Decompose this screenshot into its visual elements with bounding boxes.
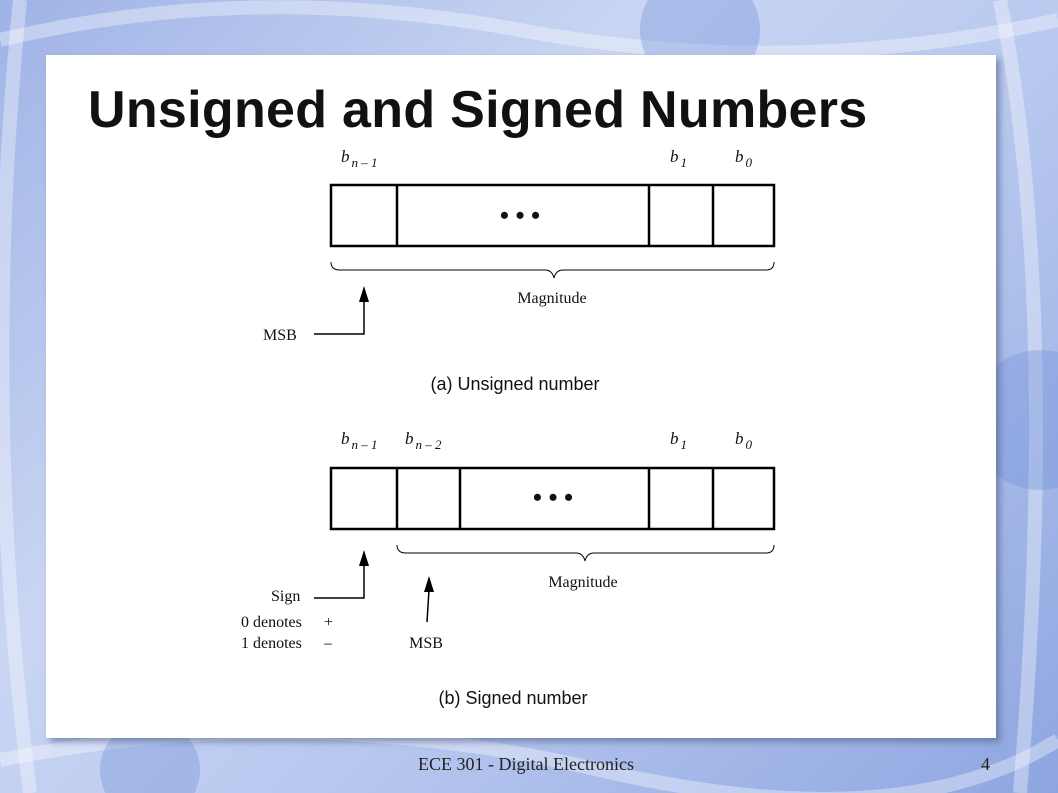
sign-arrow bbox=[314, 550, 369, 599]
sign-plus: + bbox=[324, 614, 333, 631]
sign-label: Sign bbox=[271, 588, 300, 605]
magnitude-label-a: Magnitude bbox=[517, 290, 586, 307]
msb-arrow-a bbox=[314, 286, 369, 335]
msb-arrow-b bbox=[424, 576, 434, 623]
unsigned-register bbox=[329, 183, 776, 248]
slide-title: Unsigned and Signed Numbers bbox=[88, 81, 868, 139]
magnitude-label-b: Magnitude bbox=[548, 574, 617, 591]
sign-zero-text: 0 denotes bbox=[241, 614, 302, 631]
page-number: 4 bbox=[981, 754, 990, 774]
sign-one-text: 1 denotes bbox=[241, 635, 302, 652]
slide-panel bbox=[46, 55, 996, 738]
signed-register bbox=[329, 466, 776, 531]
magnitude-brace-b bbox=[396, 544, 775, 562]
ellipsis-a: • • • bbox=[500, 201, 540, 230]
caption-signed: (b) Signed number bbox=[438, 688, 587, 708]
msb-label-b: MSB bbox=[409, 635, 443, 652]
caption-unsigned: (a) Unsigned number bbox=[430, 374, 599, 394]
magnitude-brace-a bbox=[330, 261, 775, 279]
ellipsis-b: • • • bbox=[533, 483, 573, 512]
sign-minus: – bbox=[323, 635, 333, 652]
msb-label-a: MSB bbox=[263, 327, 297, 344]
footer-course-title: ECE 301 - Digital Electronics bbox=[418, 754, 634, 774]
